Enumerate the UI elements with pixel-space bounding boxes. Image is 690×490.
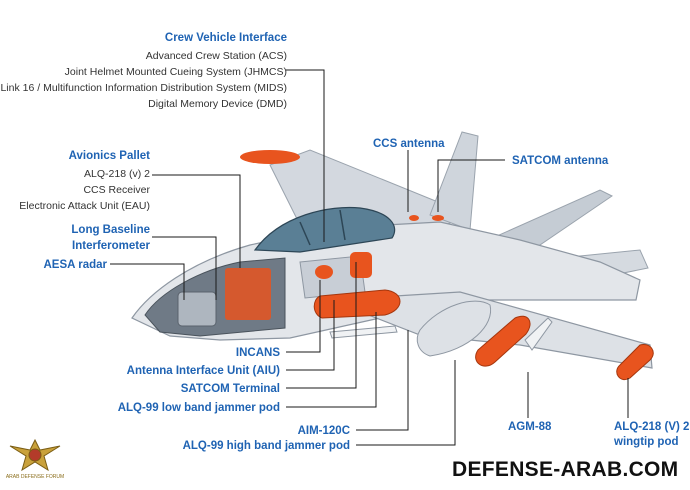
agm88-missile [524,317,553,351]
fuel-tank [416,300,492,357]
aesa-radar-block [177,291,217,327]
site-watermark: DEFENSE-ARAB.COM [452,458,679,481]
aesa-radar-label: AESA radar [43,259,108,271]
alq99-low-band-label: ALQ-99 low band jammer pod [117,402,280,414]
alq99-high-band-label: ALQ-99 high band jammer pod [182,440,350,452]
crew-item-jhmcs: Joint Helmet Mounted Cueing System (JHMC… [64,66,287,78]
logo-text: ARAB DEFENSE FORUM [5,474,65,480]
satcom-antenna-label: SATCOM antenna [512,155,609,167]
canopy-frame [299,209,346,246]
avionics-item-eau: Electronic Attack Unit (EAU) [19,200,150,212]
agm88-label: AGM-88 [508,421,552,433]
alq99-high-band-pod [475,315,531,367]
orange-device-1 [315,265,333,279]
alq218-wingtip-label-2: wingtip pod [614,436,679,448]
long-baseline-label-1: Long Baseline [71,224,150,236]
aim120c-label: AIM-120C [297,425,350,437]
eagle-emblem-icon [9,438,61,472]
crew-item-mids: Link 16 / Multifunction Information Dist… [0,82,287,94]
alq99-low-band-pod [313,289,401,319]
crew-item-acs: Advanced Crew Station (ACS) [145,50,287,62]
ccs-antenna-label: CCS antenna [373,138,445,150]
antenna-pod-satcom [432,215,444,221]
avionics-item-ccs-receiver: CCS Receiver [83,184,150,196]
orange-device-2 [350,252,372,278]
wingtip-pod [616,343,654,380]
aiu-label: Antenna Interface Unit (AIU) [126,365,280,377]
crew-vehicle-interface-title: Crew Vehicle Interface [164,32,287,44]
crew-item-dmd: Digital Memory Device (DMD) [148,98,287,110]
satcom-terminal-label: SATCOM Terminal [180,383,280,395]
forum-logo: ARAB DEFENSE FORUM [4,436,66,486]
canopy [253,206,396,253]
incans-label: INCANS [235,347,280,359]
avionics-pallet-title: Avionics Pallet [68,150,150,162]
leader-lines [110,69,629,446]
wing-pod-top [240,150,300,164]
long-baseline-label-2: Interferometer [72,240,150,252]
antenna-pod-ccs [409,215,419,221]
avionics-block [225,268,271,320]
alq218-wingtip-label-1: ALQ-218 (V) 2 [614,421,690,433]
aim120c-missile [329,325,398,339]
avionics-item-alq218: ALQ-218 (v) 2 [84,168,150,180]
